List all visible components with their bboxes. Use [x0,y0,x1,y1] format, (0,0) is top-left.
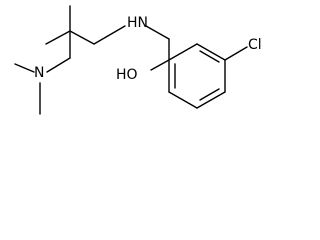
bond-nme-up [14,63,35,73]
dimethylamino-n-label: N [34,65,44,81]
bond-nh-ch2 [145,25,170,40]
bond-ch2-nh [93,25,126,45]
ring-bond-4 [196,91,226,109]
ring-bond-5 [168,91,198,109]
bond-ring-cl [224,46,248,61]
ring-bond-2 [196,43,226,61]
hydroxyl-label: HO [116,67,138,83]
structure-diagram: N HN Cl HO [14,5,262,115]
ring-double-2 [199,88,220,101]
bond-ring-oh [150,59,170,71]
chlorine-label: Cl [248,37,262,53]
bond-n-ch2 [46,57,71,73]
secondary-amine-label: HN [127,15,148,31]
bond-cquat-ch2 [69,30,95,45]
bonds [14,5,248,115]
ring-bond-1 [168,43,198,61]
ring-double-1 [199,50,220,63]
atom-labels: N HN Cl HO [34,15,262,83]
bond-cquat-me2 [45,30,71,45]
